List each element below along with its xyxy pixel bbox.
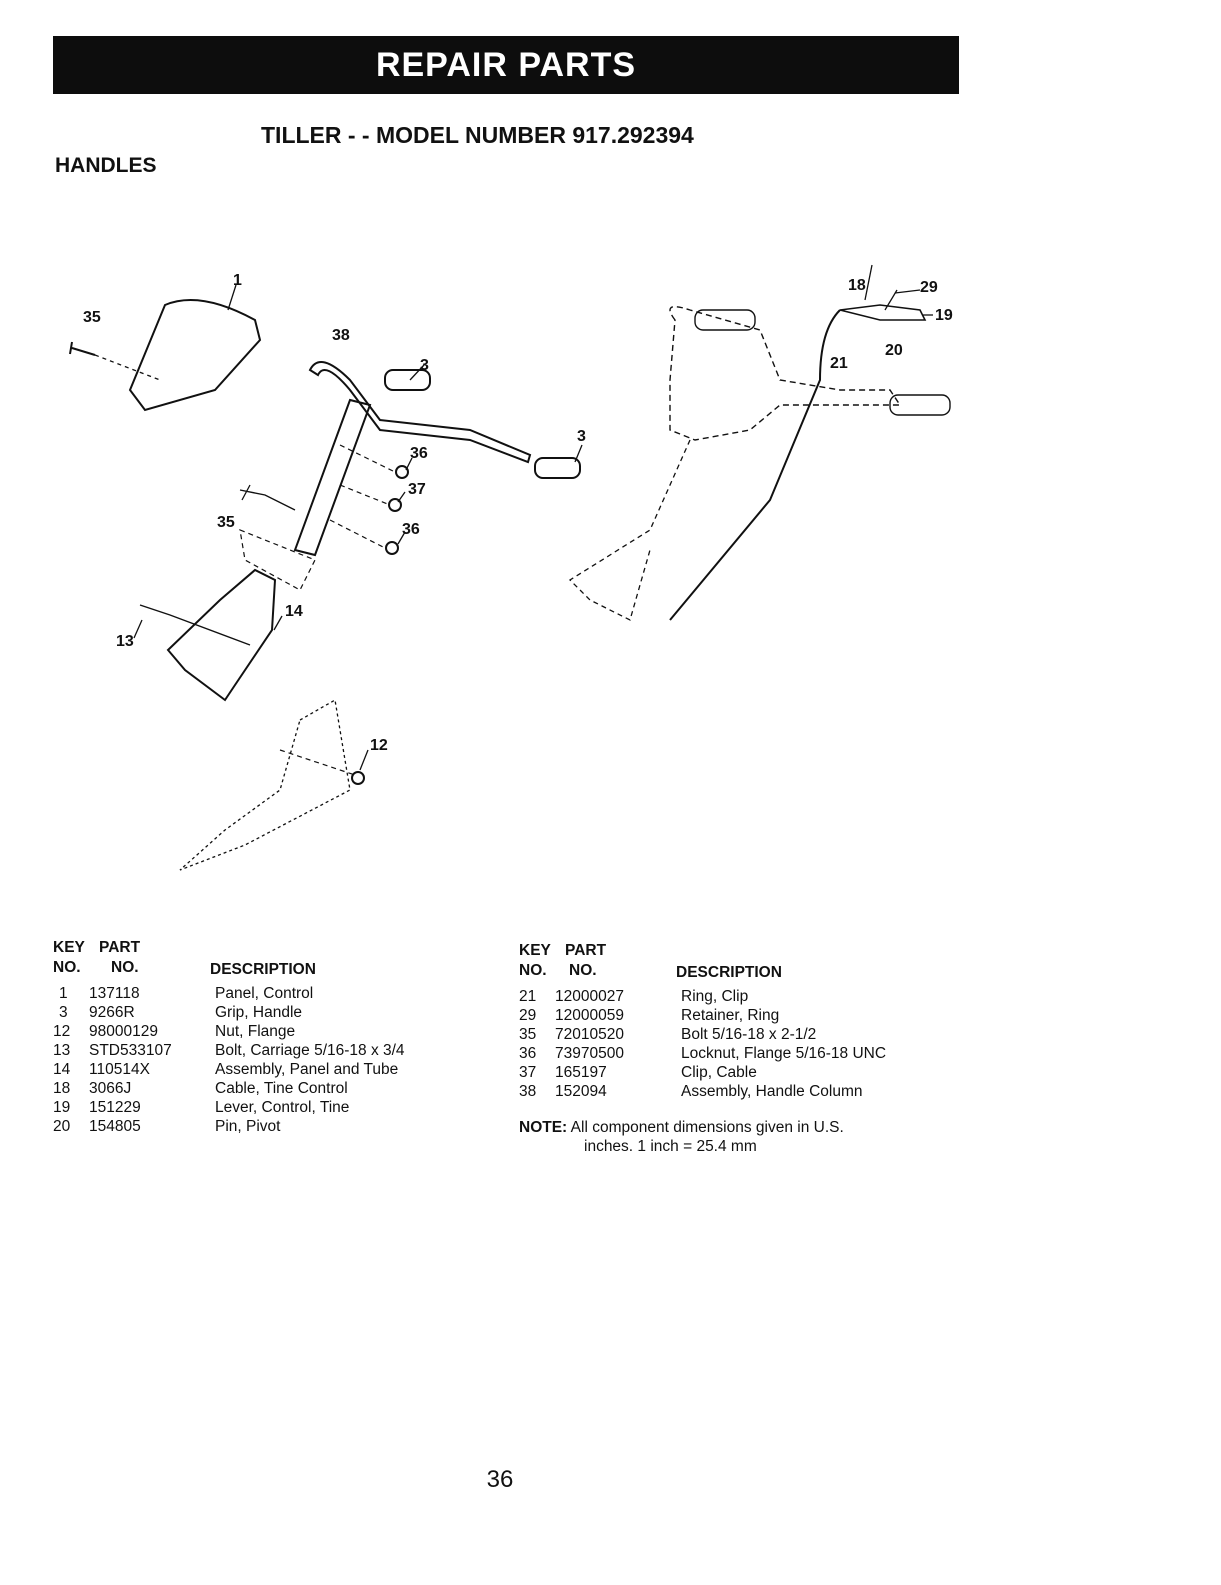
callout-3: 3 (420, 357, 429, 374)
callout-19: 19 (935, 307, 953, 324)
note-line-1: All component dimensions given in U.S. (570, 1119, 844, 1136)
callout-29: 29 (920, 279, 938, 296)
handle-column-part (293, 398, 372, 557)
tiller-frame-part (179, 698, 351, 871)
header-part: PART (565, 942, 607, 959)
page-number: 36 (486, 1466, 514, 1493)
tine-control-lever-part (839, 304, 927, 321)
grip-right-part (534, 457, 581, 479)
model-title: TILLER - - MODEL NUMBER 917.292394 (261, 122, 694, 148)
header-key: KEY (53, 939, 85, 956)
handles-exploded-diagram: 1 35 38 3 3 36 37 36 35 14 13 12 18 29 1… (69, 264, 953, 871)
panel-tube-bracket-part (166, 568, 277, 702)
callout-1: 1 (233, 272, 242, 289)
table-header: KEY NO. PART NO. DESCRIPTION (519, 941, 959, 981)
callout-18: 18 (848, 277, 866, 294)
bolt-35-top-part (69, 341, 96, 356)
callout-14: 14 (285, 603, 303, 620)
header-key-no: NO. (53, 959, 81, 976)
repair-parts-banner: REPAIR PARTS (53, 36, 959, 94)
note-line-2: inches. 1 inch = 25.4 mm (584, 1138, 757, 1155)
callout-35: 35 (217, 514, 235, 531)
callout-12: 12 (370, 737, 388, 754)
banner-title: REPAIR PARTS (375, 45, 637, 84)
callout-3: 3 (577, 428, 586, 445)
table-header: KEY NO. PART NO. DESCRIPTION (53, 938, 473, 978)
grip-left-part (384, 369, 431, 391)
callout-21: 21 (830, 355, 848, 372)
note-label: NOTE: (519, 1119, 568, 1136)
callout-35: 35 (83, 309, 101, 326)
handlebar-part (308, 361, 532, 464)
header-part-no: NO. (111, 959, 139, 976)
tine-control-cable-part (669, 309, 841, 621)
header-key-no: NO. (519, 962, 547, 979)
section-title: HANDLES (55, 154, 157, 177)
callout-36: 36 (410, 445, 428, 462)
header-description: DESCRIPTION (210, 961, 316, 978)
header-part-no: NO. (569, 962, 597, 979)
control-panel-part (128, 299, 262, 412)
dimension-note: NOTE: All component dimensions given in … (519, 1118, 939, 1156)
header-description: DESCRIPTION (676, 964, 782, 981)
callout-37: 37 (408, 481, 426, 498)
callout-36: 36 (402, 521, 420, 538)
callout-13: 13 (116, 633, 134, 650)
callout-38: 38 (332, 327, 350, 344)
right-handlebar-assembly (669, 306, 902, 441)
header-key: KEY (519, 942, 551, 959)
header-part: PART (99, 939, 141, 956)
callout-20: 20 (885, 342, 903, 359)
